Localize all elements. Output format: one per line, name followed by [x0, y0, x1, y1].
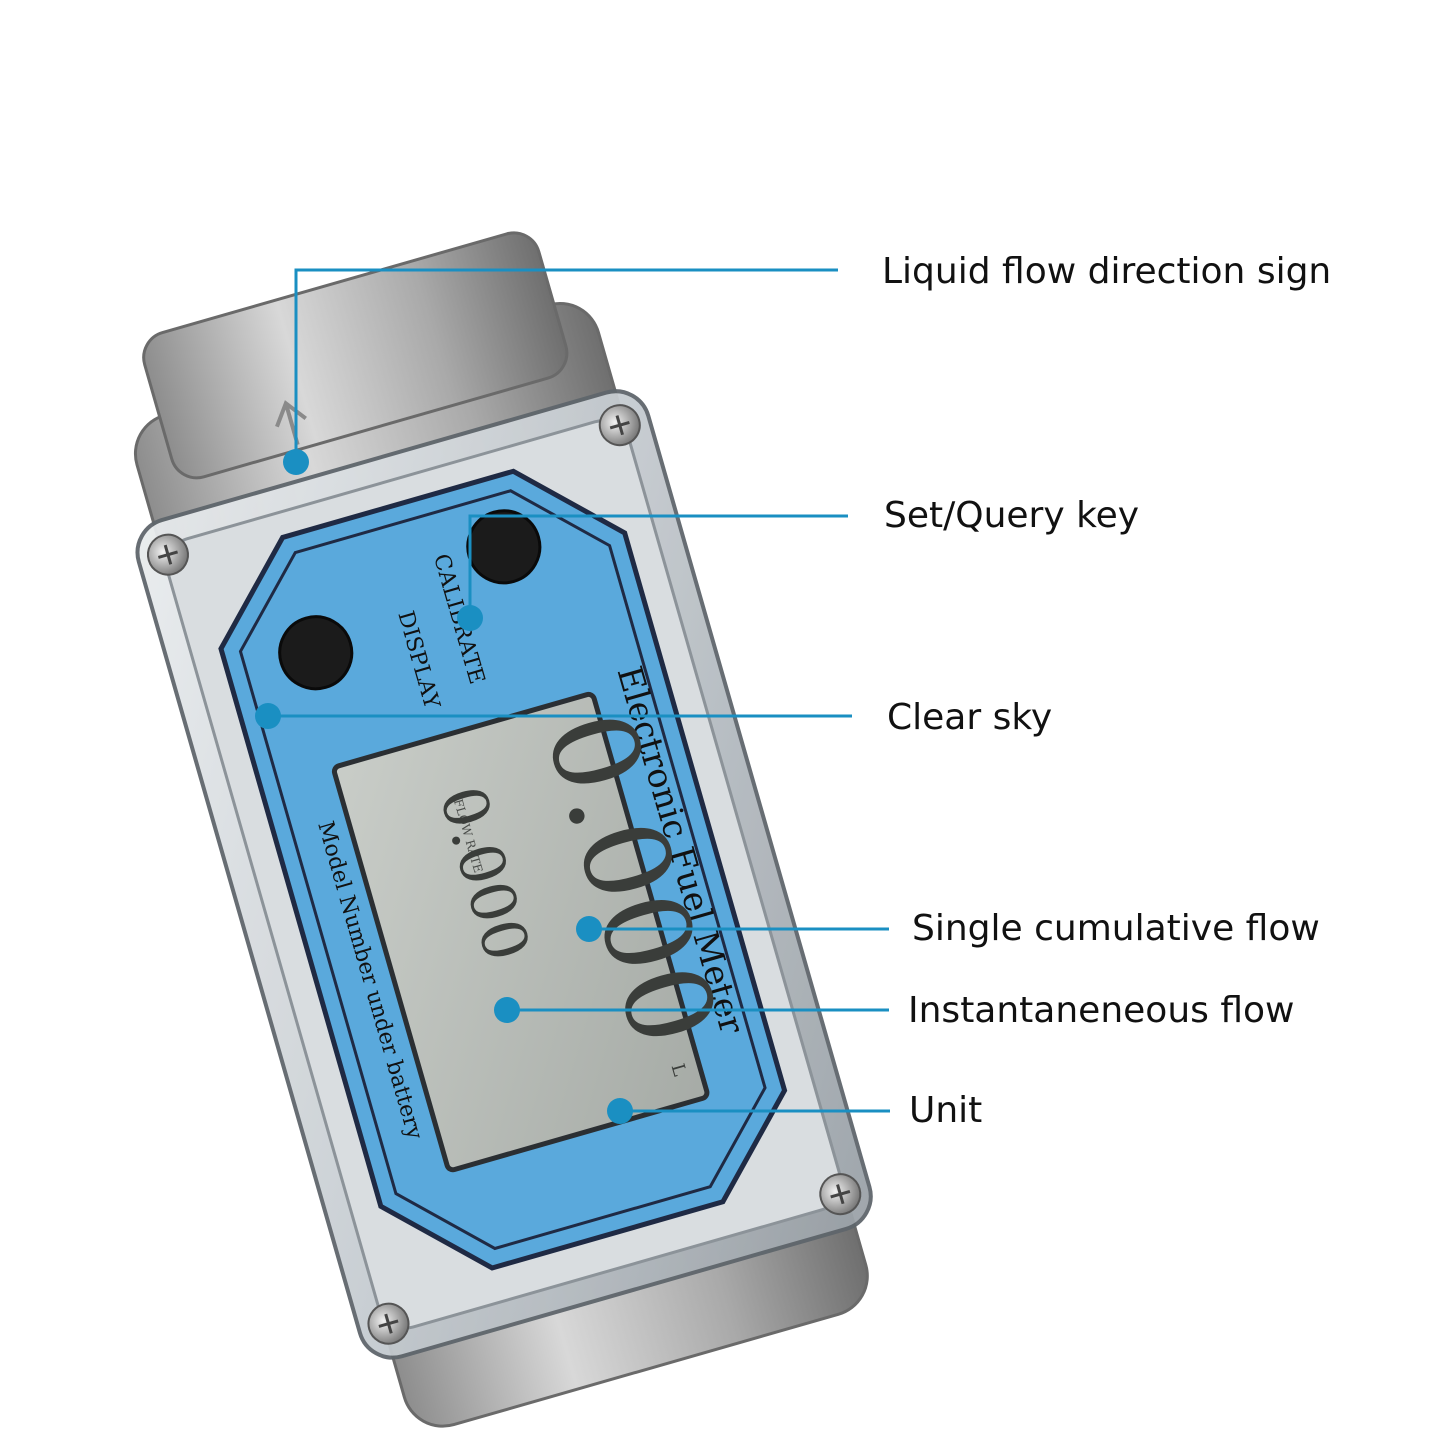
callout-label-flow-direction: Liquid flow direction sign: [882, 251, 1332, 292]
fuel-meter-device: CALIBRATE DISPLAY Electronic Fuel Meter …: [133, 231, 873, 1428]
screw-bottom-left: [367, 1302, 410, 1345]
faceplate-inner-line: [238, 489, 767, 1251]
callout-dot-single-cumulative: [576, 916, 602, 942]
screw-top-left: [146, 533, 189, 576]
callout-line-set-query-key: [468, 514, 848, 618]
callout-dot-clear-key: [255, 703, 281, 729]
callout-lines: [268, 268, 890, 1113]
lcd-screen: [331, 691, 710, 1173]
callout-label-single-cumulative: Single cumulative flow: [912, 908, 1320, 949]
lcd-unit: L: [667, 1061, 690, 1078]
callout-dot-instantaneous: [494, 997, 520, 1023]
screw-top-right: [598, 404, 641, 447]
metal-inlet: [142, 231, 569, 480]
callout-label-clear-key: Clear sky: [887, 697, 1053, 738]
screw-bottom-right: [819, 1173, 862, 1216]
callout-label-set-query-key: Set/Query key: [884, 495, 1140, 536]
callout-dots: [255, 449, 633, 1124]
callout-label-unit: Unit: [909, 1090, 983, 1131]
callout-dot-set-query-key: [457, 605, 483, 631]
callout-line-flow-direction: [294, 268, 838, 462]
display-button[interactable]: [271, 608, 360, 697]
callout-dot-unit: [607, 1098, 633, 1124]
callout-dot-flow-direction: [283, 449, 309, 475]
callout-label-instantaneous: Instantaneneous flow: [908, 990, 1295, 1031]
